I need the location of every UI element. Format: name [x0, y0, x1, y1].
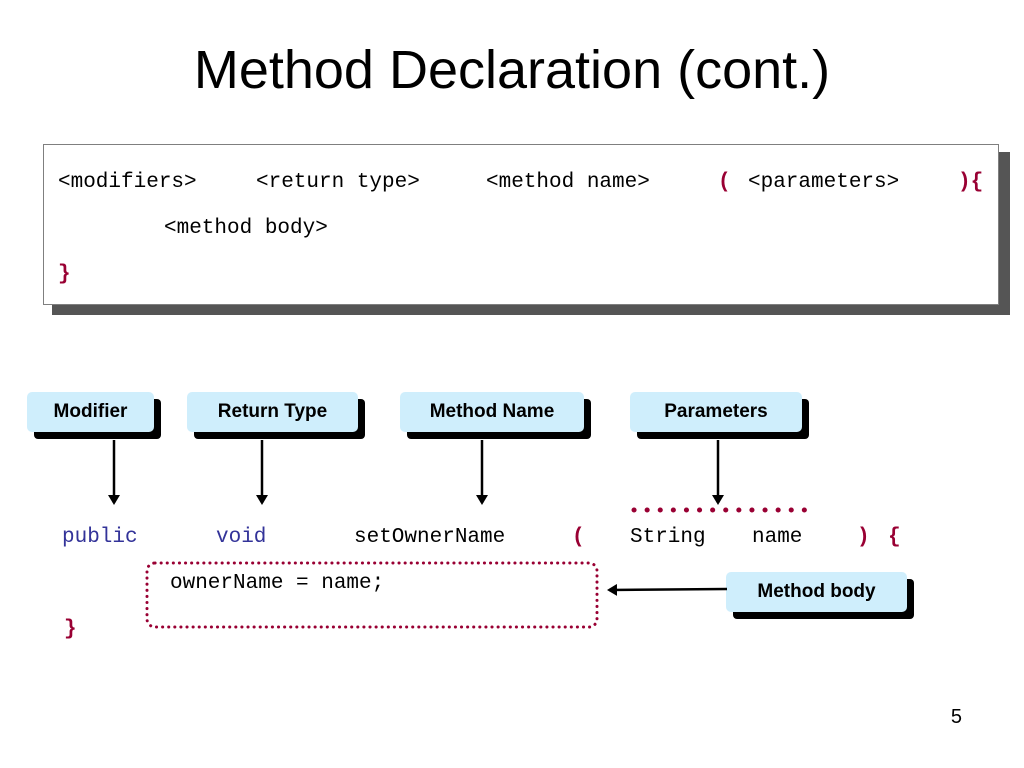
method-body-arrow — [607, 583, 728, 596]
example-open-brace: { — [888, 526, 901, 549]
example-param-type: String — [630, 526, 706, 549]
syntax-open-paren: ( — [718, 171, 731, 194]
modifier-label-text: Modifier — [27, 392, 154, 432]
parameters-label: Parameters — [630, 392, 809, 439]
syntax-modifiers: <modifiers> — [58, 171, 197, 194]
method-name-label: Method Name — [400, 392, 591, 439]
method-body-dotted-box — [145, 561, 599, 629]
return-type-label-text: Return Type — [187, 392, 358, 432]
syntax-box: <modifiers> <return type> <method name> … — [43, 144, 999, 305]
example-open-paren: ( — [572, 526, 585, 549]
parameters-label-text: Parameters — [630, 392, 802, 432]
example-body-statement: ownerName = name; — [170, 572, 385, 595]
method-name-label-text: Method Name — [400, 392, 584, 432]
example-param-name: name — [752, 526, 803, 549]
modifier-label: Modifier — [27, 392, 161, 439]
syntax-close-brace: } — [58, 263, 71, 286]
syntax-method-name: <method name> — [486, 171, 650, 194]
method-body-label: Method body — [726, 572, 914, 619]
method-body-label-text: Method body — [726, 572, 907, 612]
example-return-type: void — [216, 526, 267, 549]
syntax-method-body: <method body> — [164, 217, 328, 240]
example-close-brace: } — [64, 618, 77, 641]
syntax-parameters: <parameters> — [748, 171, 900, 194]
syntax-return-type: <return type> — [256, 171, 420, 194]
syntax-close-paren-brace: ){ — [958, 171, 984, 194]
slide-title: Method Declaration (cont.) — [193, 40, 831, 100]
return-type-label: Return Type — [187, 392, 365, 439]
example-close-paren: ) — [857, 526, 870, 549]
example-method-name: setOwnerName — [354, 526, 506, 549]
example-modifier: public — [62, 526, 138, 549]
page-number: 5 — [950, 706, 962, 728]
